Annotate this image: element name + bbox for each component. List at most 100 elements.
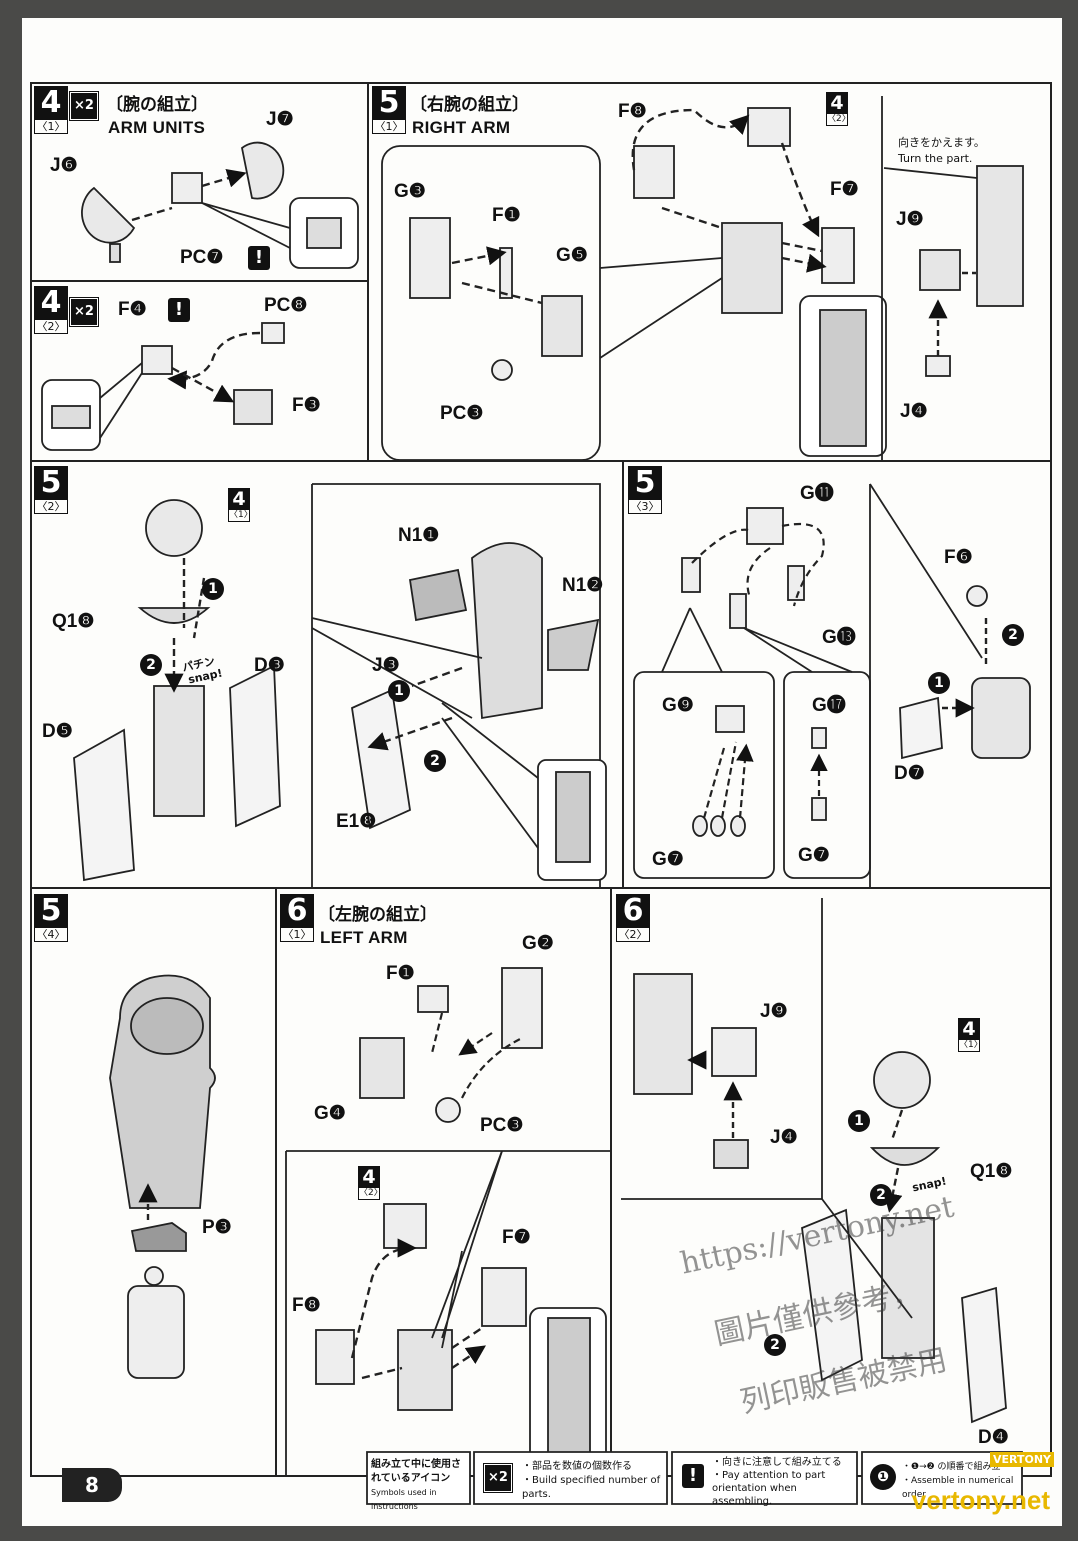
part-label: E1❽ <box>336 811 377 832</box>
step-sub: 〈3〉 <box>628 500 662 514</box>
part-label: F❽ <box>618 101 647 122</box>
part-label: F❹ <box>118 299 147 320</box>
step-number: 6 <box>616 894 650 928</box>
legend-multiply-en: ・Build specified number of parts. <box>522 1475 661 1500</box>
col-divider-mid <box>622 460 624 888</box>
line-art <box>41 96 1031 1505</box>
part-label: J❹ <box>900 401 928 422</box>
part-label: F❶ <box>492 205 521 226</box>
step-5-4-badge: 5 〈4〉 <box>34 894 68 942</box>
part-label: J❸ <box>372 655 400 676</box>
multiply-icon: ×2 <box>69 91 99 121</box>
step-6-2-badge: 6 〈2〉 <box>616 894 650 942</box>
step-number: 5 <box>34 466 68 500</box>
part-label: Q1❽ <box>970 1161 1013 1182</box>
part-label: G⓱ <box>812 695 846 716</box>
multiply-icon: ×2 <box>483 1463 513 1493</box>
part-label: D❹ <box>978 1427 1009 1448</box>
instruction-page: 4 〈1〉 ×2 〔腕の組立〕 ARM UNITS J❼ J❻ PC❼ ! 4 … <box>22 18 1062 1526</box>
part-label: F❻ <box>944 547 973 568</box>
ref-number: 4 <box>228 488 250 510</box>
step-number: 4 <box>34 86 68 120</box>
part-label: PC❽ <box>264 295 308 316</box>
step-number: 4 <box>34 286 68 320</box>
ref-sub: 〈2〉 <box>826 114 851 126</box>
step-number: 5 <box>372 86 406 120</box>
step-title-jp: 〔左腕の組立〕 <box>318 905 437 925</box>
step-reference: 4 〈1〉 <box>958 1018 983 1052</box>
step-sub: 〈1〉 <box>34 120 68 134</box>
part-label: D❼ <box>894 763 925 784</box>
part-label: G❷ <box>522 933 554 954</box>
part-label: G❸ <box>394 181 426 202</box>
ref-number: 4 <box>826 92 848 114</box>
part-label: J❻ <box>50 155 78 176</box>
step-number: 5 <box>628 466 662 500</box>
part-label: PC❸ <box>440 403 484 424</box>
part-label: G⓫ <box>800 483 834 504</box>
part-label: F❸ <box>292 395 321 416</box>
col-divider-bottom-1 <box>275 887 277 1477</box>
step-reference: 4 〈2〉 <box>826 92 851 126</box>
step-sub: 〈2〉 <box>34 500 68 514</box>
turn-note-en: Turn the part. <box>898 152 973 165</box>
part-label: J❾ <box>760 1001 788 1022</box>
part-label: D❸ <box>254 655 285 676</box>
legend-multiply: ・部品を数値の個数作る ・Build specified number of p… <box>522 1452 666 1512</box>
order-number-2: 2 <box>140 654 162 676</box>
part-label: G❾ <box>662 695 694 716</box>
order-number-2: 2 <box>764 1334 786 1356</box>
step-sub: 〈4〉 <box>34 928 68 942</box>
legend-warning-en: ・Pay attention to part orientation when … <box>712 1470 826 1507</box>
ref-sub: 〈1〉 <box>228 510 253 522</box>
turn-note-jp: 向きをかえます。 <box>898 136 985 149</box>
step-sub: 〈2〉 <box>34 320 68 334</box>
legend-warning-jp: ・向きに注意して組み立てる <box>712 1457 842 1468</box>
step-title-jp: 〔腕の組立〕 <box>106 95 208 115</box>
order-number-2: 2 <box>870 1184 892 1206</box>
step-5-3-badge: 5 〈3〉 <box>628 466 662 514</box>
part-label: D❺ <box>42 721 73 742</box>
step-number: 6 <box>280 894 314 928</box>
part-label: G❺ <box>556 245 588 266</box>
step-title-jp: 〔右腕の組立〕 <box>410 95 529 115</box>
watermark-badge: VERTONY <box>989 1452 1054 1467</box>
step-sub: 〈2〉 <box>616 928 650 942</box>
legend-warning: ・向きに注意して組み立てる ・Pay attention to part ori… <box>712 1452 856 1508</box>
ref-sub: 〈1〉 <box>958 1040 983 1052</box>
part-label: G⓭ <box>822 627 856 648</box>
part-label: F❼ <box>830 179 859 200</box>
ref-number: 4 <box>958 1018 980 1040</box>
part-label: N1❷ <box>562 575 604 596</box>
legend-header-jp: 組み立て中に使用されているアイコン <box>371 1459 461 1484</box>
part-label: F❶ <box>386 963 415 984</box>
step-title-en: ARM UNITS <box>108 118 206 137</box>
order-number-2: 2 <box>1002 624 1024 646</box>
legend-order-en: ・Assemble in numerical order <box>902 1476 1014 1500</box>
part-label: J❹ <box>770 1127 798 1148</box>
row-divider-3 <box>30 887 1052 889</box>
step-reference: 4 〈1〉 <box>228 488 253 522</box>
legend-order-jp: ・❶→❷ の順番で組み立 <box>902 1462 1001 1472</box>
order-number-1: 1 <box>202 578 224 600</box>
part-label: J❼ <box>266 109 294 130</box>
ref-number: 4 <box>358 1166 380 1188</box>
step-reference: 4 〈2〉 <box>358 1166 383 1200</box>
part-label: J❾ <box>896 209 924 230</box>
step-4-2-badge: 4 〈2〉 <box>34 286 68 334</box>
part-label: PC❸ <box>480 1115 524 1136</box>
warning-icon: ! <box>682 1464 704 1488</box>
step-number: 5 <box>34 894 68 928</box>
step-5-1-badge: 5 〈1〉 <box>372 86 406 134</box>
warning-icon: ! <box>248 246 270 270</box>
step-6-1-badge: 6 〈1〉 <box>280 894 314 942</box>
order-number-1: 1 <box>848 1110 870 1132</box>
step-sub: 〈1〉 <box>280 928 314 942</box>
watermark-brand: vertony.net <box>911 1485 1050 1515</box>
part-label: P❸ <box>202 1217 232 1238</box>
multiply-icon: ×2 <box>69 297 99 327</box>
legend-header-en: Symbols used in instructions <box>371 1488 437 1511</box>
warning-icon: ! <box>168 298 190 322</box>
row-divider-1 <box>30 280 368 282</box>
order-icon: ❶ <box>870 1464 896 1490</box>
